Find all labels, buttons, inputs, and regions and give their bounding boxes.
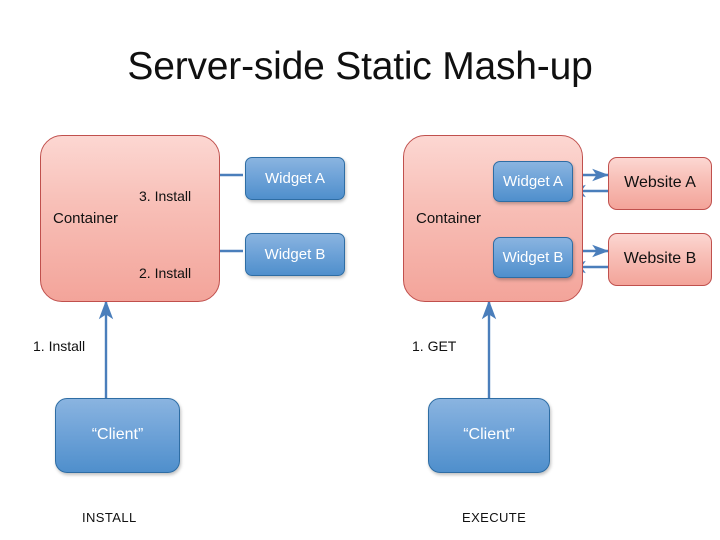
execute-panel-caption: EXECUTE [462, 510, 527, 525]
install-step-2-label: 2. Install [139, 265, 192, 281]
install-widget-b-box[interactable]: Widget B [245, 233, 345, 276]
install-container-box[interactable]: Container [40, 135, 220, 302]
execute-step-1-label: 1. GET [412, 338, 457, 354]
install-step-3-label: 3. Install [139, 188, 192, 204]
execute-widget-b-label: Widget B [502, 248, 564, 266]
install-widget-a-label: Widget A [264, 169, 326, 187]
execute-widget-a-box[interactable]: Widget A [493, 161, 573, 202]
execute-widget-a-label: Widget A [502, 172, 564, 190]
execute-container-label: Container [416, 209, 482, 227]
install-widget-b-label: Widget B [264, 245, 326, 263]
slide-title: Server-side Static Mash-up [127, 45, 593, 88]
install-step-1-label: 1. Install [33, 338, 86, 354]
install-widget-a-box[interactable]: Widget A [245, 157, 345, 200]
install-panel-caption: INSTALL [82, 510, 137, 525]
execute-client-box[interactable]: “Client” [428, 398, 550, 473]
execute-client-label: “Client” [463, 426, 515, 444]
install-container-label: Container [53, 209, 119, 227]
install-client-box[interactable]: “Client” [55, 398, 180, 473]
website-b-label: Website B [623, 250, 697, 268]
website-a-box[interactable]: Website A [608, 157, 712, 210]
execute-widget-b-box[interactable]: Widget B [493, 237, 573, 278]
website-b-box[interactable]: Website B [608, 233, 712, 286]
website-a-label: Website A [624, 174, 696, 192]
install-client-label: “Client” [91, 426, 144, 444]
